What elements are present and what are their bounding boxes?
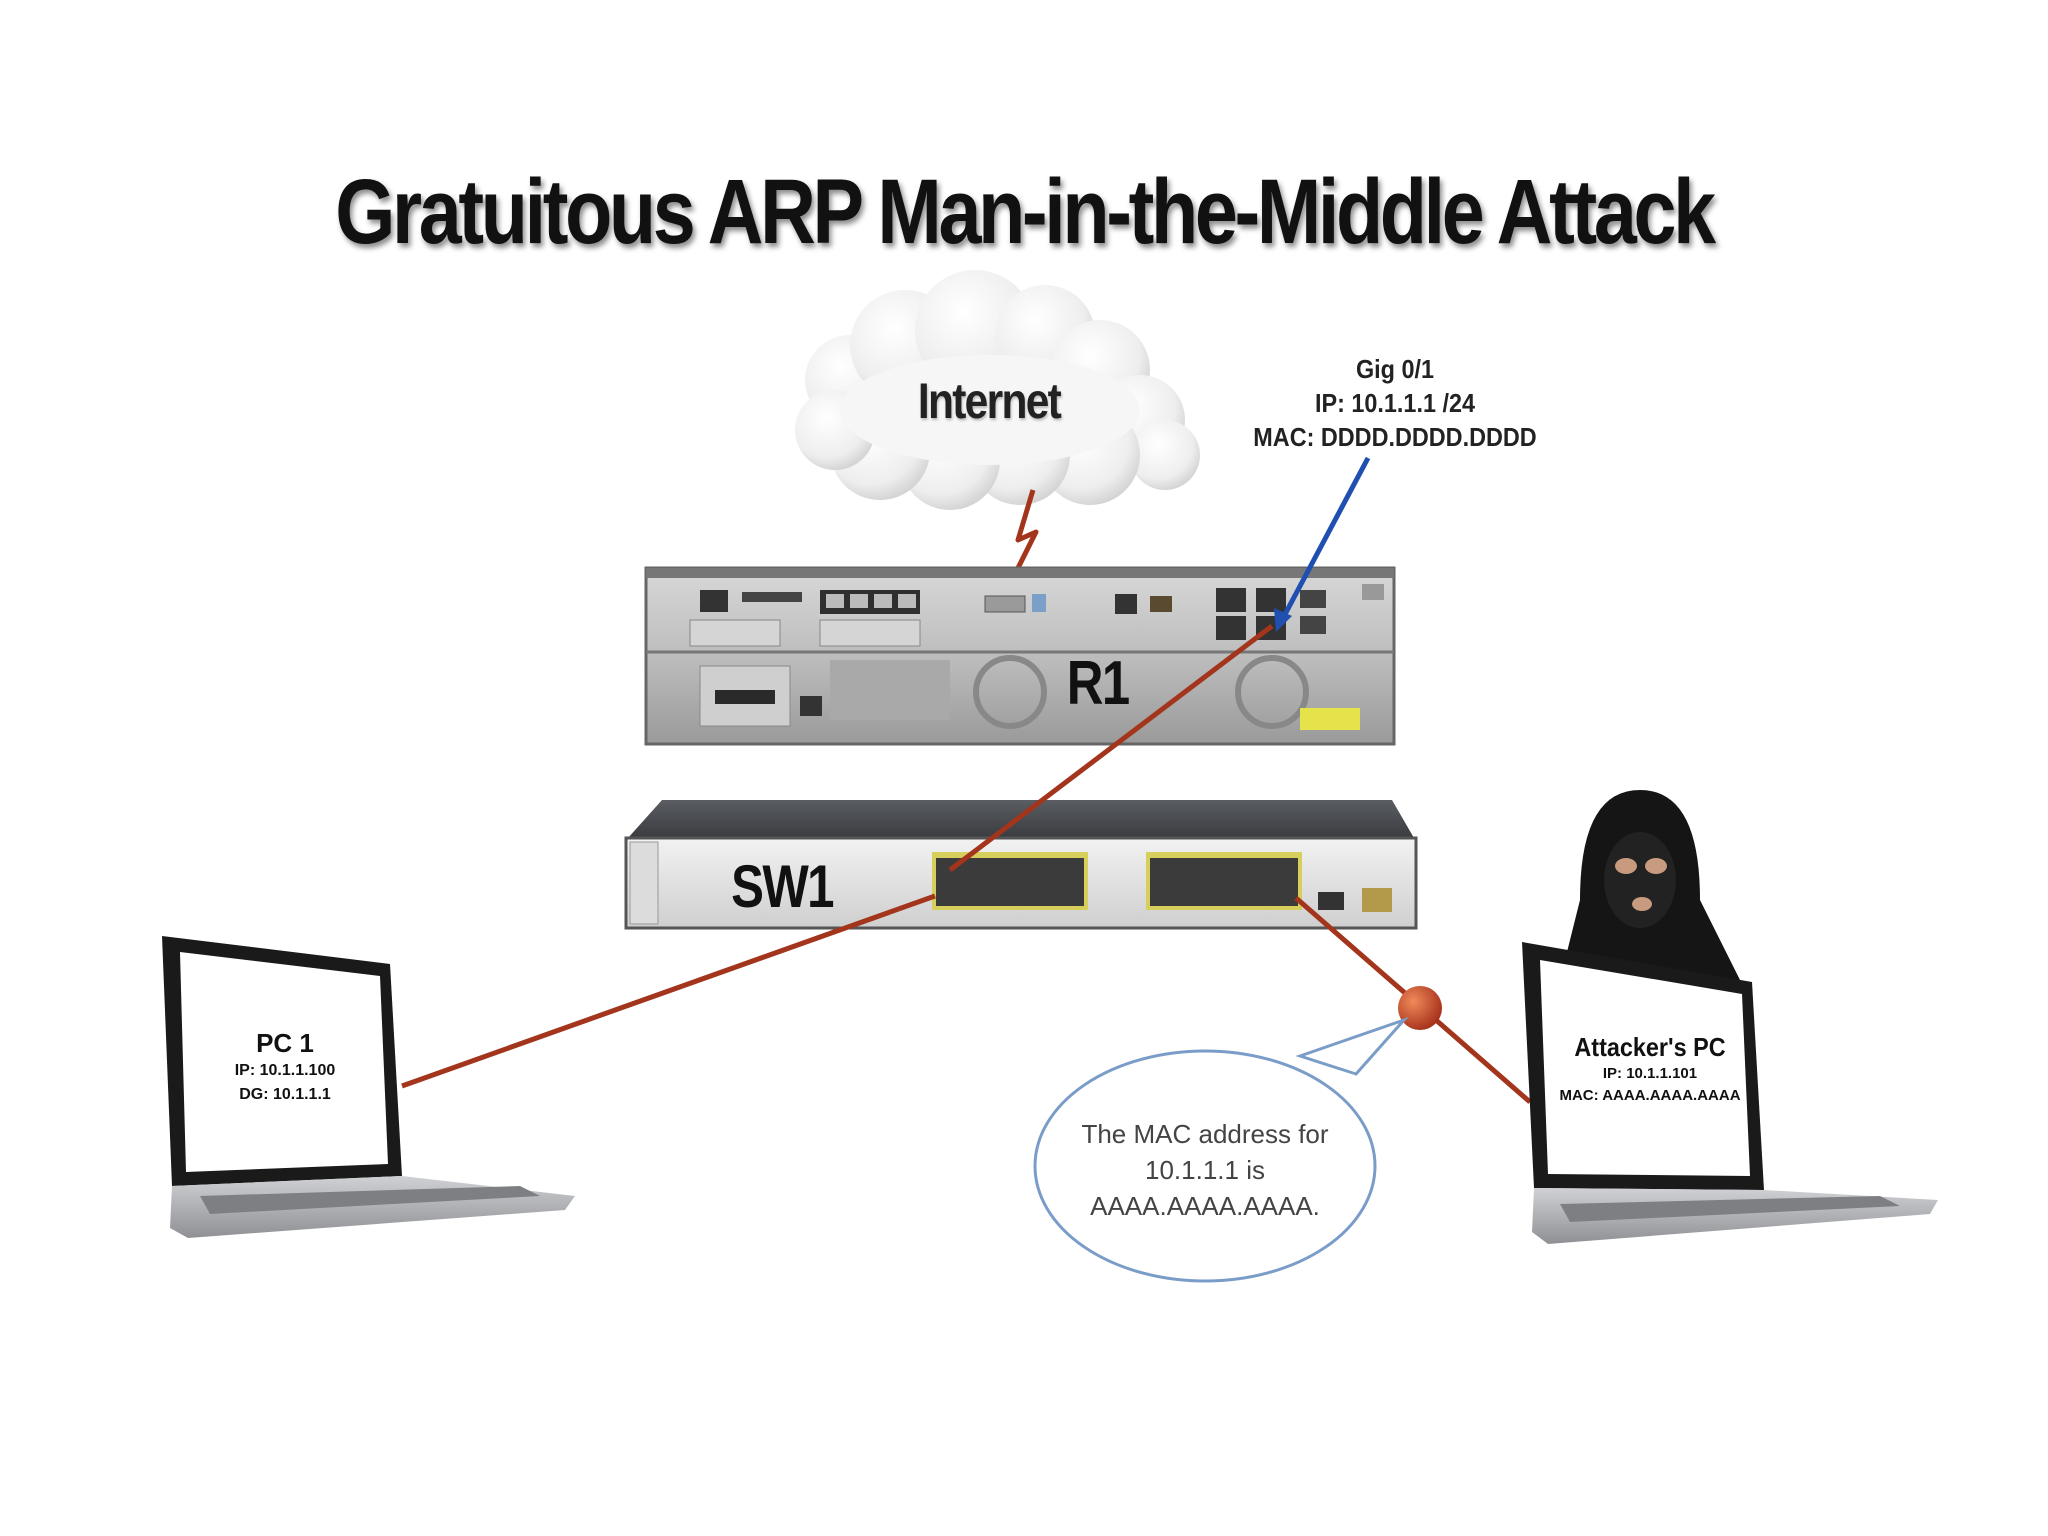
- bubble-line: The MAC address for: [1081, 1119, 1329, 1149]
- pc1-default-gateway: DG: 10.1.1.1: [239, 1086, 331, 1103]
- interface-mac: MAC: DDDD.DDDD.DDDD: [1253, 422, 1537, 452]
- router-r1-icon: [644, 566, 1396, 746]
- interface-ip: IP: 10.1.1.1 /24: [1314, 388, 1476, 418]
- pc1-ip: IP: 10.1.1.100: [234, 1062, 336, 1079]
- attacker-ip: IP: 10.1.1.101: [1602, 1065, 1698, 1082]
- interface-pointer-arrow: [1279, 456, 1371, 622]
- router-label: R1: [1066, 649, 1130, 718]
- attacker-laptop-icon: [1522, 942, 1938, 1244]
- attacker-mac: MAC: AAAA.AAAA.AAAA: [1559, 1087, 1741, 1104]
- pc1-name: PC 1: [256, 1028, 314, 1058]
- router-interface-info: Gig 0/1 IP: 10.1.1.1 /24 MAC: DDDD.DDDD.…: [1238, 352, 1553, 454]
- hooded-attacker-icon: [1560, 790, 1740, 980]
- interface-name: Gig 0/1: [1355, 354, 1435, 384]
- bubble-line: 10.1.1.1 is: [1145, 1155, 1265, 1185]
- pc1-screen-text: PC 1 IP: 10.1.1.100 DG: 10.1.1.1: [185, 1028, 385, 1107]
- cable-pc1-to-sw1: [401, 893, 936, 1089]
- cable-r1-to-sw1: [948, 624, 1274, 872]
- bubble-line: AAAA.AAAA.AAAA.: [1090, 1191, 1320, 1221]
- attacker-screen-text: Attacker's PC IP: 10.1.1.101 MAC: AAAA.A…: [1540, 1032, 1760, 1107]
- pc1-laptop-icon: [162, 936, 575, 1238]
- attack-node-icon: [1398, 986, 1442, 1030]
- attacker-name: Attacker's PC: [1574, 1032, 1726, 1062]
- switch-label: SW1: [731, 853, 834, 920]
- internet-label: Internet: [917, 373, 1062, 429]
- internet-cloud-icon: [795, 270, 1200, 510]
- page-title: Gratuitous ARP Man-in-the-Middle Attack: [335, 161, 1716, 263]
- speech-bubble-text: The MAC address for 10.1.1.1 is AAAA.AAA…: [1060, 1116, 1350, 1224]
- speech-bubble: [1033, 1016, 1409, 1283]
